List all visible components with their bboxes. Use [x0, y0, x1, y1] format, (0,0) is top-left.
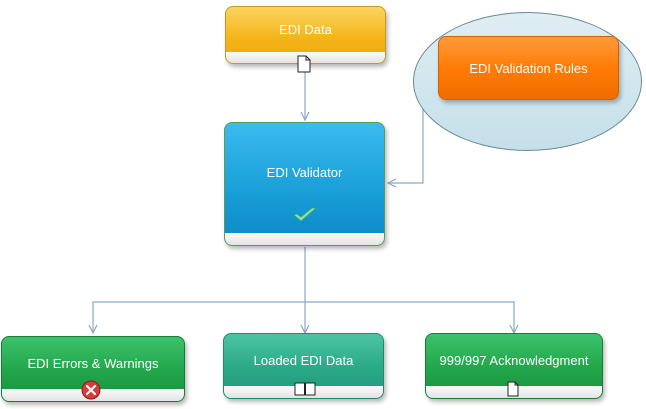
node-label: EDI Errors & Warnings — [27, 355, 159, 371]
node-label: EDI Validation Rules — [469, 60, 588, 76]
node-label: 999/997 Acknowledgment — [439, 352, 589, 368]
node-label: Loaded EDI Data — [253, 352, 354, 368]
document-icon — [507, 381, 519, 397]
node-edi-validator[interactable]: EDI Validator — [224, 122, 385, 246]
error-x-icon — [81, 380, 101, 400]
document-icon — [297, 55, 311, 73]
edge-validator-to-ack — [305, 301, 514, 333]
book-icon — [294, 382, 316, 396]
node-edi-validation-rules[interactable]: EDI Validation Rules — [438, 36, 619, 100]
node-label: EDI Validator — [266, 164, 343, 180]
node-label: EDI Data — [279, 22, 332, 37]
checkmark-icon — [293, 207, 318, 222]
edge-validator-to-errors — [93, 301, 305, 333]
